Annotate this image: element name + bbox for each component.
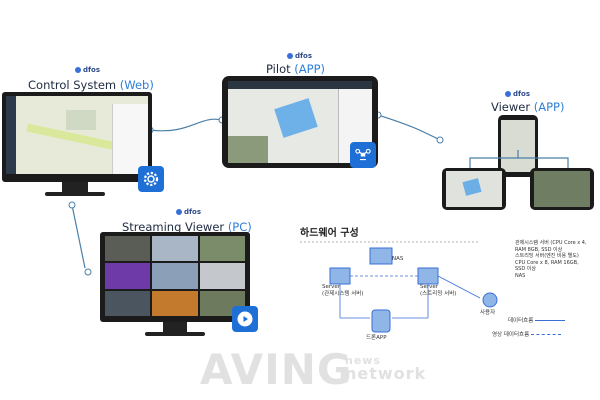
streaming-play-badge [232,306,258,332]
viewer-right-phone [530,168,594,210]
streaming-monitor-stand [163,322,187,332]
watermark-sub: news network [345,354,427,383]
hardware-specs: 관제시스템 서버 (CPU Core x 4, RAM 8GB, SSD 이상 … [515,240,587,279]
hardware-title: 하드웨어 구성 [300,228,359,239]
drone-app-label: 드론APP [366,335,387,341]
viewer-left-phone [442,168,506,210]
server1-label: Server(관제시스템 서버) [322,284,364,297]
viewer-center-phone [498,115,538,177]
brand-logo: dfos [75,66,100,74]
streaming-monitor [100,232,250,322]
brand-logo: dfos [287,52,312,60]
control-monitor [2,92,152,182]
brand-logo: dfos [505,90,530,98]
server2-label: Server(스트리밍 서버) [420,284,457,297]
legend-data-flow: 데이터흐름 [508,318,566,325]
brand-logo: dfos [176,208,201,216]
streaming-monitor-base [145,332,205,336]
pilot-drone-badge [350,142,376,168]
viewer-links [469,150,569,168]
viewer-title: Viewer (APP) [491,100,565,114]
control-monitor-stand [62,182,88,192]
pilot-tablet [222,76,378,168]
play-icon [237,311,253,327]
drone-icon [355,148,371,161]
legend-video-flow: 영상 데이터흐름 [492,332,561,339]
hardware-diagram [300,241,498,333]
streaming-video-grid [105,236,245,316]
control-gear-badge [138,166,164,192]
control-system-title: Control System (Web) [28,78,154,92]
user-label: 사용자 [480,310,496,316]
watermark: AVING [200,345,353,394]
nas-label: NAS [392,256,404,262]
gear-icon [143,171,159,187]
pilot-title: Pilot (APP) [266,62,325,76]
control-monitor-base [45,192,105,196]
control-screen-map [6,96,148,174]
streaming-title: Streaming Viewer (PC) [122,220,252,234]
